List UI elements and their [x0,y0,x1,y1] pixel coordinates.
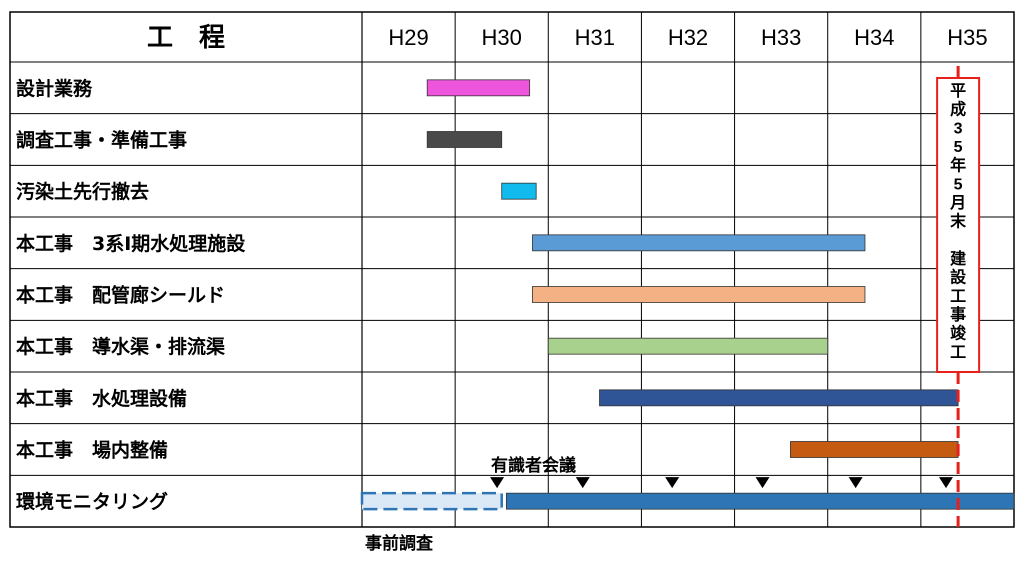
meeting-marker [665,477,680,489]
pre-survey-label: 事前調査 [365,533,434,554]
milestone-text-char: 3 [954,120,963,137]
milestone-text-char [950,230,966,249]
meeting-marker [575,477,590,489]
milestone-text-char: 事 [950,305,966,324]
task-bar [532,234,866,252]
year-label: H35 [947,25,987,50]
meeting-label: 有識者会議 [491,455,576,476]
year-label: H31 [575,25,615,50]
task-label: 本工事 配管廊シールド [16,284,225,307]
milestone-text-char: 成 [950,100,966,119]
task-label: 設計業務 [16,77,93,100]
task-label: 汚染土先行撤去 [16,180,149,203]
milestone-callout-box [936,77,981,373]
task-bar [547,337,829,355]
year-label: H33 [761,25,801,50]
milestone-text-char: 平 [950,81,966,100]
task-bar [426,79,531,97]
milestone-text-char: 5 [954,139,963,156]
task-label: 環境モニタリング [16,490,168,513]
task-bar [501,182,537,200]
milestone-text-char: 末 [950,212,967,231]
milestone-text-char: 月 [949,193,966,212]
task-label: 本工事 場内整備 [16,439,168,462]
milestone-text-char: 年 [950,156,966,175]
task-bar [790,441,959,458]
task-bar [360,491,503,511]
year-label: H32 [668,25,708,50]
header-label: 工 程 [147,23,225,53]
meeting-marker [848,477,863,489]
task-label: 本工事 3系Ⅰ期水処理施設 [16,232,246,255]
milestone-text-char: 設 [950,268,967,287]
task-label: 本工事 水処理設備 [16,387,187,410]
task-bar [505,492,1015,510]
task-bar [599,389,959,407]
meeting-marker [490,477,505,489]
task-label: 調査工事・準備工事 [16,129,187,152]
task-bar [532,286,866,303]
task-label: 本工事 導水渠・排流渠 [16,335,225,358]
milestone-text-char: 竣 [950,324,967,343]
meeting-marker [939,477,954,489]
milestone-text-char: 工 [950,286,966,305]
milestone-text-char: 建 [950,249,966,268]
year-label: H34 [854,25,894,50]
year-label: H29 [388,25,428,50]
milestone-text-char: 5 [954,176,963,193]
task-bar [426,131,503,148]
milestone-text-char: 工 [950,342,966,361]
meeting-marker [755,477,770,489]
year-label: H30 [482,25,522,50]
